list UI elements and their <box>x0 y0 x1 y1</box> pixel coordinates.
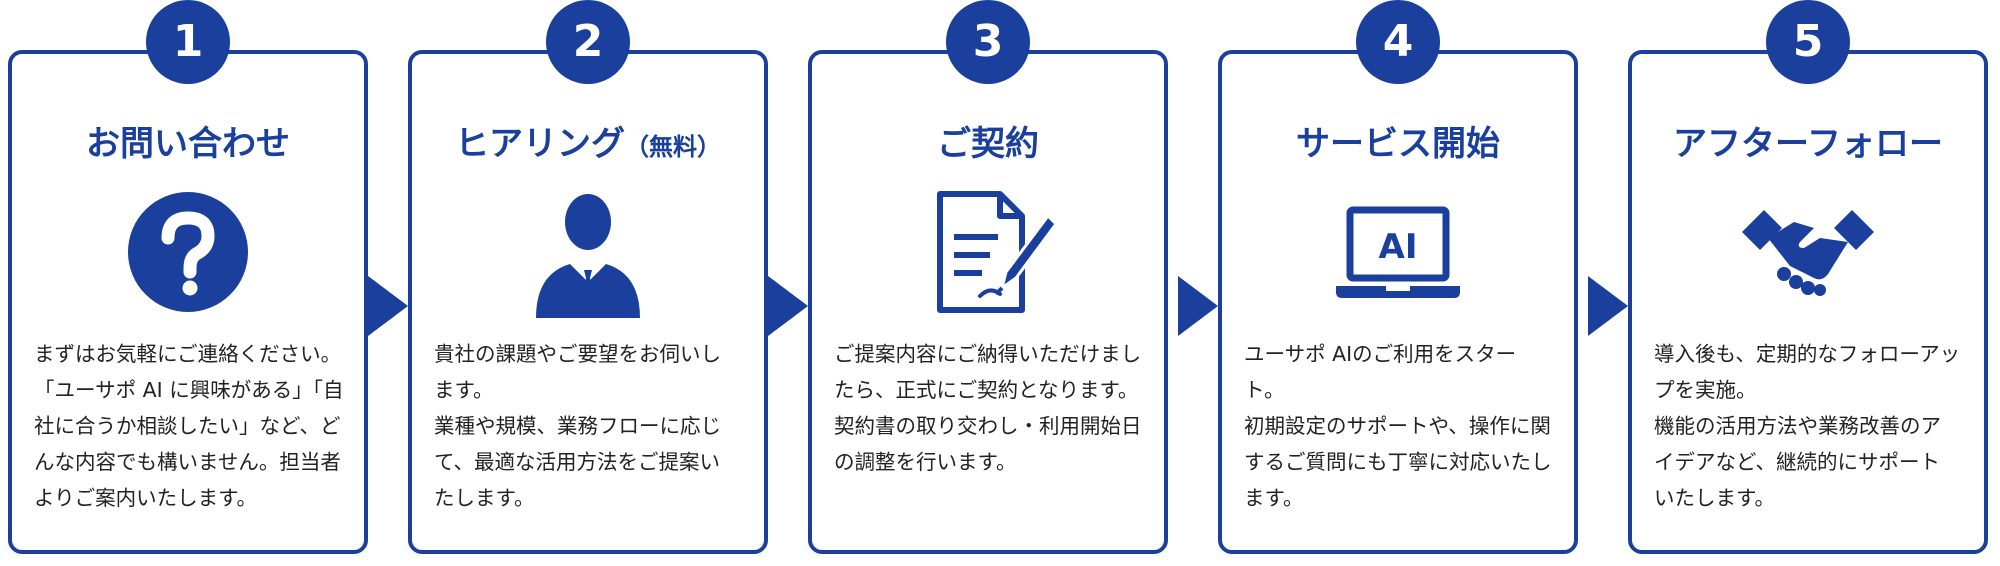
ai-laptop-icon: AI <box>1328 182 1468 322</box>
step-number-2: 2 <box>546 0 630 84</box>
step-number-4: 4 <box>1356 0 1440 84</box>
step-number-5: 5 <box>1766 0 1850 84</box>
arrow-right-icon <box>368 276 408 336</box>
step-title: サービス開始 <box>1296 124 1500 164</box>
step-card-2: ヒアリング（無料） 貴社の課題やご要望をお伺いし ます。 業種や規模、業務フロー… <box>408 50 768 554</box>
step-title: ご契約 <box>937 124 1039 164</box>
arrow-right-icon <box>768 276 808 336</box>
step-description: 導入後も、定期的なフォローアッ プを実施。 機能の活用方法や業務改善のア イデア… <box>1654 342 1961 510</box>
step-description: まずはお気軽にご連絡ください。 「ユーサポ AI に興味がある」「自 社に合うか… <box>34 342 344 510</box>
step-card-4: サービス開始 AI ユーサポ AIのご利用をスタート。 初期設定のサポートや、操… <box>1218 50 1578 554</box>
step-title: ヒアリング（無料） <box>455 124 721 164</box>
handshake-icon <box>1738 182 1878 322</box>
step-title: お問い合わせ <box>86 124 290 164</box>
businessman-icon <box>518 182 658 322</box>
step-number-1: 1 <box>146 0 230 84</box>
step-title: アフターフォロー <box>1673 124 1943 164</box>
question-icon <box>118 182 258 322</box>
step-description: 貴社の課題やご要望をお伺いし ます。 業種や規模、業務フローに応じ て、最適な活… <box>434 342 721 510</box>
step-number-3: 3 <box>946 0 1030 84</box>
step-card-5: アフターフォロー 導入後も、定期的なフォローアッ プを実施。 機能の活用方法や業… <box>1628 50 1988 554</box>
ai-label: AI <box>1379 227 1418 267</box>
step-card-1: お問い合わせ まずはお気軽にご連絡ください。 「ユーサポ AI に興味がある」「… <box>8 50 368 554</box>
step-description: ユーサポ AIのご利用をスタート。 初期設定のサポートや、操作に関 するご質問に… <box>1244 342 1552 510</box>
contract-pen-icon <box>918 182 1058 322</box>
arrow-right-icon <box>1588 276 1628 336</box>
step-description: ご提案内容にご納得いただけまし たら、正式にご契約となります。 契約書の取り交わ… <box>834 342 1142 474</box>
step-card-3: ご契約 ご提案内容にご納得いただけまし たら、正式にご契約となります。 契約書の… <box>808 50 1168 554</box>
arrow-right-icon <box>1178 276 1218 336</box>
